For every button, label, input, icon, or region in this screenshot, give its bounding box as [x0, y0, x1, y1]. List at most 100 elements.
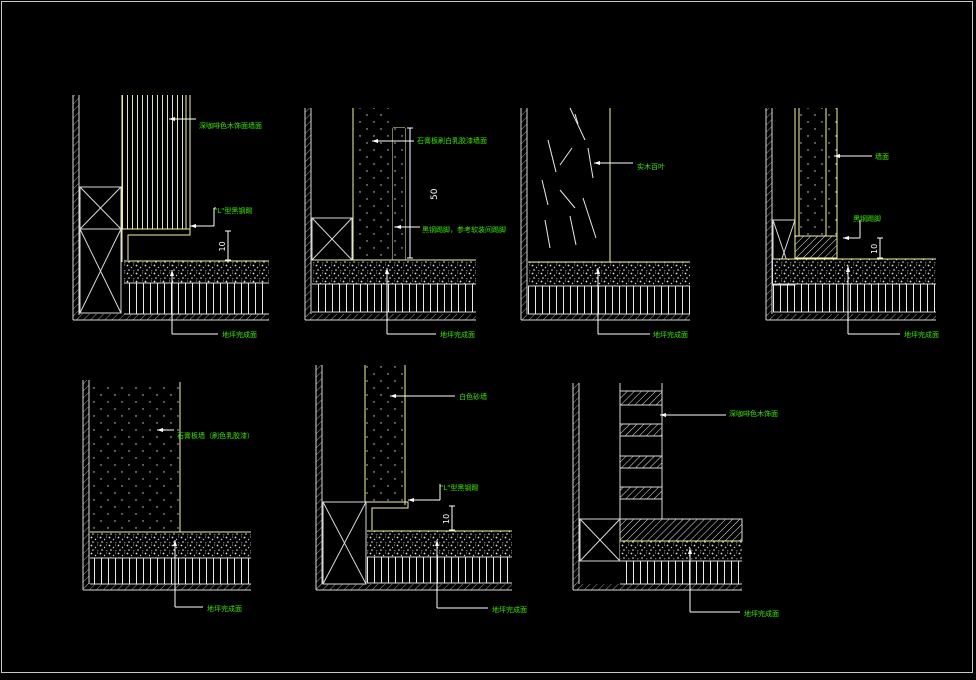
leader-arrow [834, 154, 840, 158]
label-text: 深咖啡色木饰面墙面 [199, 121, 262, 130]
concrete-screed [773, 259, 936, 284]
label-text: 石膏板墙（刷色乳胶漆） [177, 431, 254, 440]
label-text: 地坪完成面 [744, 609, 779, 618]
concrete-screed [90, 532, 251, 558]
concrete-screed [367, 531, 512, 557]
plaster-board-fill [90, 382, 180, 532]
dimension-value: 10 [218, 241, 227, 251]
louver-slat-stroke [559, 189, 576, 209]
blocking-box [322, 501, 367, 585]
l-skirting-outline [122, 228, 191, 260]
label-text: 地坪完成面 [904, 330, 939, 339]
concrete-screed [620, 541, 742, 561]
veneer-band [619, 486, 663, 500]
label-text: 地坪完成面 [492, 605, 527, 614]
leader-arrow [660, 413, 666, 417]
base-hatch [305, 314, 476, 320]
label-text: 白色砂墙 [459, 392, 487, 401]
dimension-value: 10 [442, 514, 451, 524]
base-hatch [766, 314, 936, 320]
label-text: 地坪完成面 [222, 330, 257, 339]
wall-hatch [573, 383, 579, 590]
floor-leader-arrow [688, 548, 692, 554]
floor-leader-arrow [170, 270, 174, 276]
blocking-cross [322, 501, 367, 585]
concrete-screed [528, 262, 690, 286]
label-text: 深咖啡色木饰面 [729, 409, 778, 418]
floor-leader-arrow [173, 540, 177, 546]
leader-arrow [843, 236, 849, 240]
base-hatch [73, 314, 269, 320]
label-text: 实木百叶 [637, 162, 665, 171]
drawing-layer: 10深咖啡色木饰面墙面"L"型黑钢踢地坪完成面50石膏板刷白乳胶漆墙面黑钢踢脚，… [72, 95, 939, 618]
leader-arrow [190, 224, 196, 228]
l-skirting-outline [365, 501, 409, 530]
louver-slat-stroke [582, 197, 597, 239]
sand-wall-fill [365, 365, 405, 502]
leader-arrow [390, 394, 396, 398]
floor-leader-arrow [596, 268, 600, 274]
louver-slat-stroke [569, 215, 577, 246]
structural-slab [367, 557, 512, 583]
structural-slab [528, 286, 690, 314]
base-hatch [573, 584, 742, 590]
veneer-base-band [619, 518, 743, 542]
leader-arrow [395, 225, 401, 229]
structural-slab [90, 558, 251, 584]
leader-arrow [408, 498, 414, 502]
label-text: 黑钢踢脚，参考软装间踢脚 [422, 225, 506, 234]
dimension-value: 50 [430, 188, 440, 200]
label-text: 黑钢踢脚 [853, 214, 881, 223]
louver-slat-stroke [587, 147, 594, 179]
louver-slat-stroke [559, 147, 573, 166]
wood-panel-stripes [122, 95, 186, 229]
wall-hatch [73, 95, 79, 320]
louver-slat-stroke [574, 113, 579, 125]
floor-leader-arrow [435, 540, 439, 546]
base-hatch [316, 584, 512, 590]
detail-5-plaster-wall-painted: 石膏板墙（刷色乳胶漆） 地坪完成面 [82, 380, 254, 613]
louver-slat-stroke [547, 139, 557, 173]
wall-hatch [83, 380, 89, 590]
skirting-fill [393, 128, 405, 260]
leader-arrow [169, 117, 175, 121]
label-text: 地坪完成面 [653, 330, 688, 339]
structural-slab [312, 284, 476, 312]
label-text: 地坪完成面 [207, 604, 242, 613]
structural-slab [773, 284, 936, 312]
blocking-cross [579, 518, 621, 562]
blocking-cross [79, 228, 122, 314]
blocking-box [79, 228, 122, 314]
label-text: 墙面 [875, 152, 889, 161]
veneer-band [619, 455, 663, 469]
concrete-screed [312, 260, 476, 284]
label-text: "L"型黑钢踢 [440, 483, 478, 492]
leader-arrow [157, 428, 163, 432]
floor-leader-arrow [385, 268, 389, 274]
wall-hatch [521, 108, 527, 320]
base-hatch [83, 584, 251, 590]
veneer-band [619, 390, 663, 406]
louver-slat-stroke [544, 219, 551, 249]
dimension-value: 10 [870, 244, 879, 254]
blocking-cross [79, 186, 122, 230]
leader-arrow [372, 139, 378, 143]
concrete-screed [124, 261, 269, 283]
floor-leader-arrow [846, 266, 850, 272]
wall-hatch [305, 108, 311, 320]
base-hatch [521, 314, 690, 320]
veneer-band [619, 423, 663, 437]
leader-arrow [594, 161, 600, 165]
label-text: 地坪完成面 [440, 330, 475, 339]
wall-hatch [316, 365, 322, 590]
wall-board-fill [795, 108, 837, 236]
label-text: "L"型黑钢踢 [214, 206, 252, 215]
structural-slab [124, 283, 269, 314]
structural-slab [620, 561, 742, 584]
